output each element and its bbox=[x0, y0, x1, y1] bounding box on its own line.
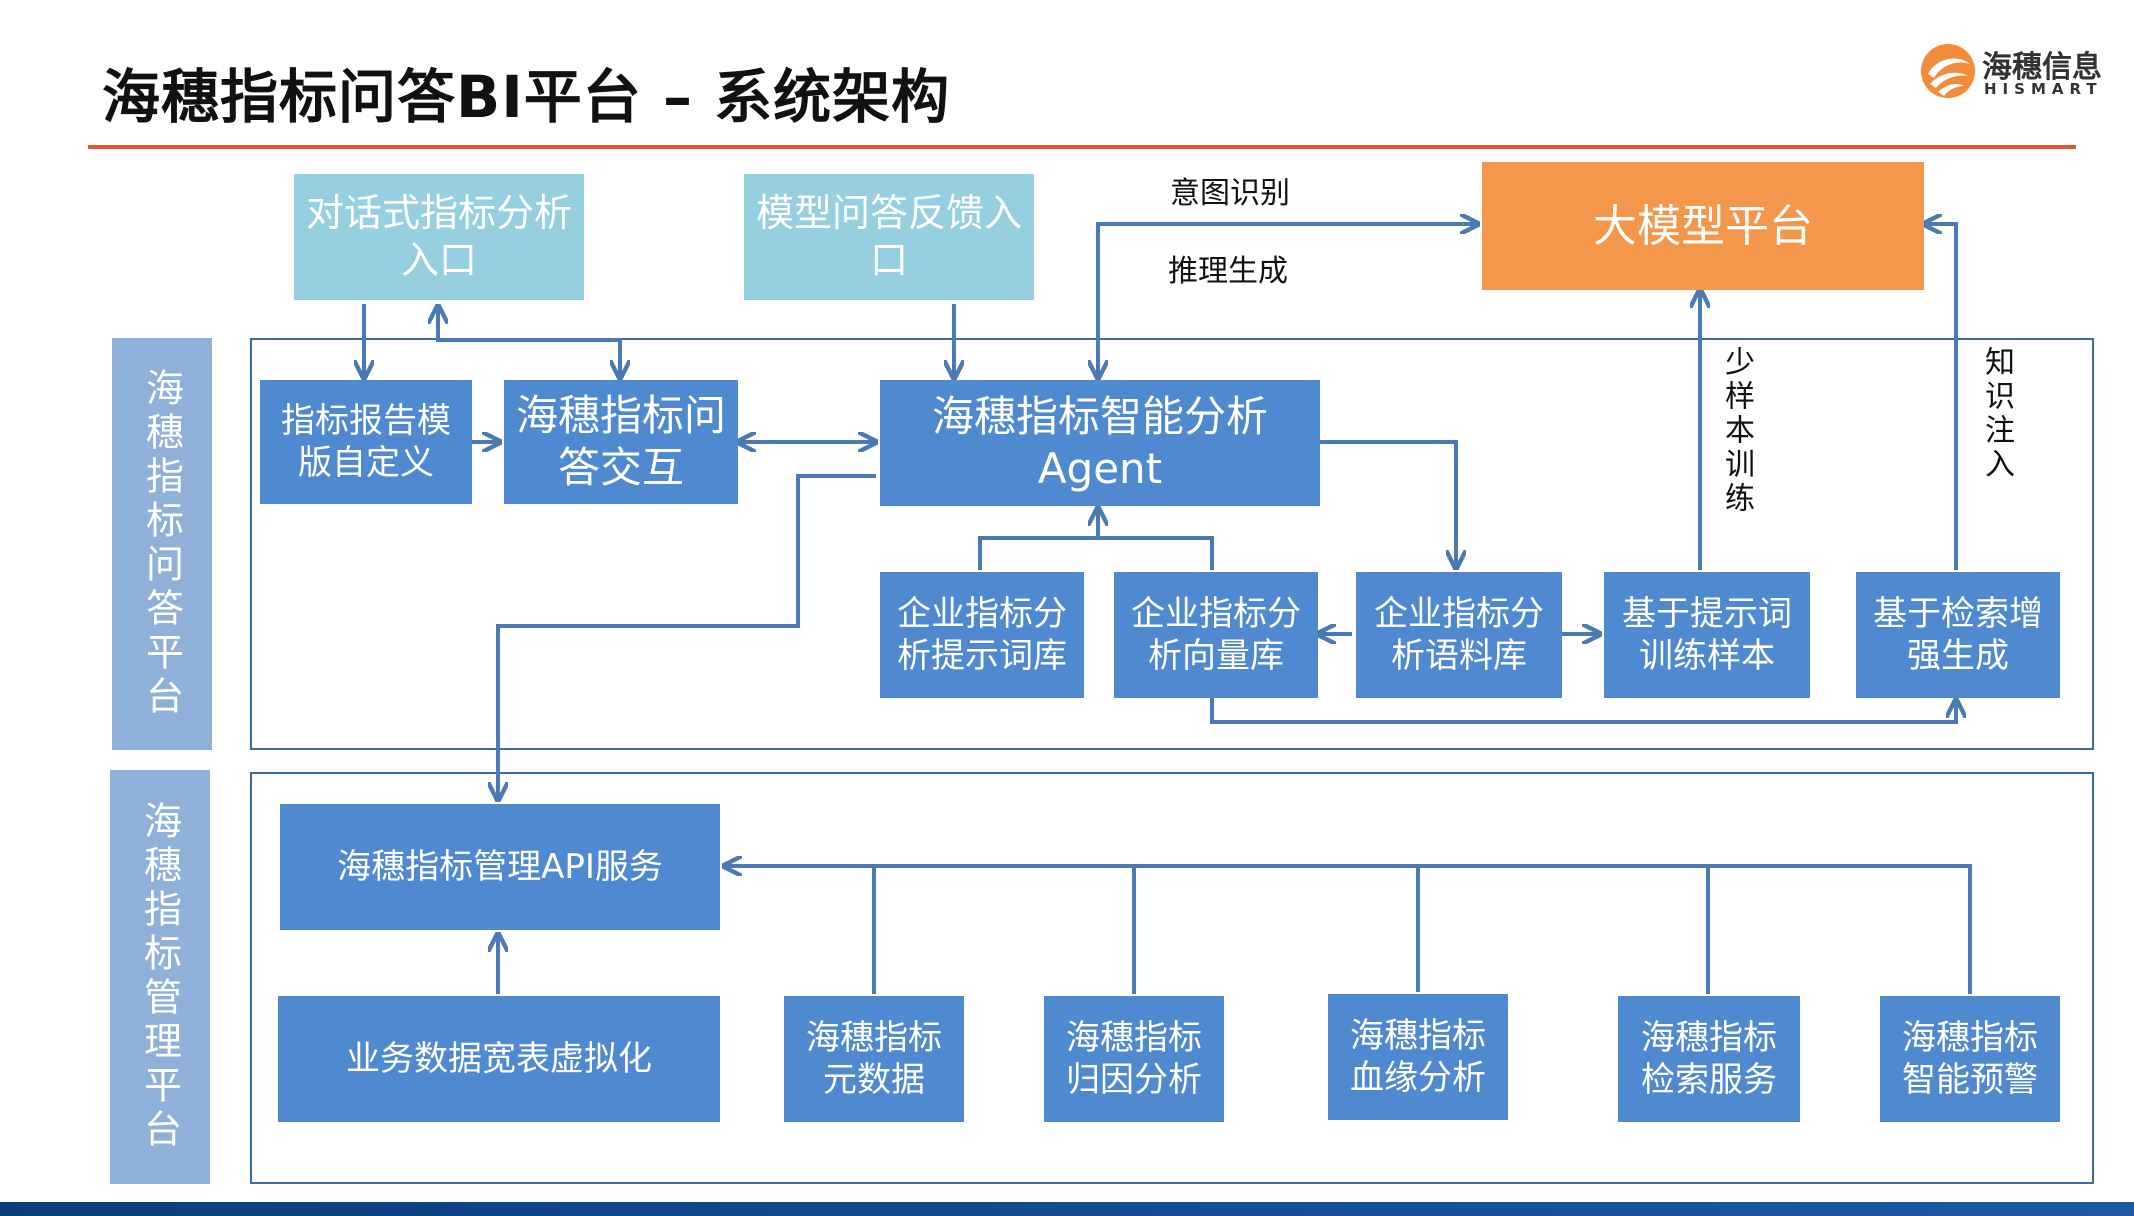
agent-line2: Agent bbox=[1037, 444, 1163, 493]
knowledge-injection-label: 知识注入 bbox=[1979, 346, 2014, 482]
page-title: 海穗指标问答BI平台 – 系统架构 bbox=[102, 63, 951, 131]
api-service-box: 海穗指标管理API服务 bbox=[280, 804, 720, 930]
dialog-analysis-entry: 对话式指标分析入口 bbox=[294, 174, 584, 300]
mgmt-platform-side-label: 海穗指标管理平台 bbox=[110, 770, 210, 1184]
qa-interaction-box: 海穗指标问答交互 bbox=[504, 380, 738, 504]
prompt-training-samples-box: 基于提示词训练样本 bbox=[1604, 572, 1810, 698]
model-feedback-entry: 模型问答反馈入口 bbox=[744, 174, 1034, 300]
logo-name-cn: 海穗信息 bbox=[1982, 50, 2102, 85]
search-service-module-box: 海穗指标检索服务 bbox=[1618, 996, 1800, 1122]
few-shot-training-label: 少样本训练 bbox=[1719, 346, 1754, 516]
attribution-module-box: 海穗指标归因分析 bbox=[1044, 996, 1224, 1122]
agent-line1: 海穗指标智能分析 bbox=[931, 391, 1268, 441]
hismart-logo-icon bbox=[1921, 44, 1975, 98]
reasoning-generation-label: 推理生成 bbox=[1168, 254, 1288, 289]
metadata-module-box: 海穗指标元数据 bbox=[784, 996, 964, 1122]
vector-db-box: 企业指标分析向量库 bbox=[1114, 572, 1318, 698]
qa-platform-side-label: 海穗指标问答平台 bbox=[112, 338, 212, 750]
rag-box: 基于检索增强生成 bbox=[1856, 572, 2060, 698]
data-virtualization-box: 业务数据宽表虚拟化 bbox=[278, 996, 720, 1122]
lineage-module-box: 海穗指标血缘分析 bbox=[1328, 994, 1508, 1120]
title-divider bbox=[88, 145, 2076, 149]
logo: 海穗信息 HISMART bbox=[1918, 38, 2118, 108]
llm-platform-box: 大模型平台 bbox=[1482, 162, 1924, 290]
mgmt-platform-frame bbox=[250, 772, 2094, 1184]
bottom-bar bbox=[0, 1202, 2134, 1216]
report-template-box: 指标报告模版自定义 bbox=[260, 380, 472, 504]
corpus-box: 企业指标分析语料库 bbox=[1356, 572, 1562, 698]
prompt-library-box: 企业指标分析提示词库 bbox=[880, 572, 1084, 698]
intent-recognition-label: 意图识别 bbox=[1170, 176, 1290, 211]
smart-alert-module-box: 海穗指标智能预警 bbox=[1880, 996, 2060, 1122]
logo-name-en: HISMART bbox=[1984, 80, 2103, 98]
intelligent-analysis-agent-box: 海穗指标智能分析 Agent bbox=[880, 380, 1320, 506]
